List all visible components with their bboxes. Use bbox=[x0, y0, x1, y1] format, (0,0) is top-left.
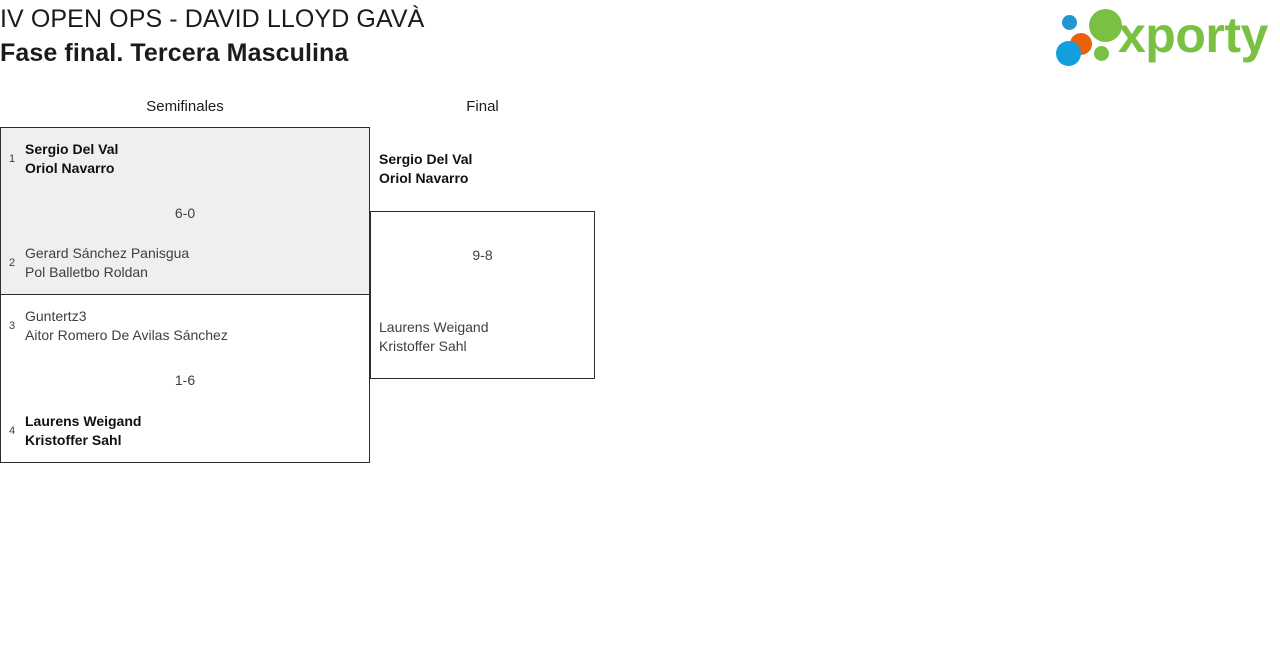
team-names: Sergio Del Val Oriol Navarro bbox=[25, 140, 118, 178]
player-name: Oriol Navarro bbox=[379, 170, 469, 186]
round-header-semifinals: Semifinales bbox=[146, 98, 224, 115]
logo-dot-green-large bbox=[1089, 9, 1122, 42]
match-semifinal-2[interactable]: 3 Guntertz3 Aitor Romero De Avilas Sánch… bbox=[0, 295, 370, 463]
seed-number: 2 bbox=[9, 257, 16, 269]
logo-dots-icon bbox=[1052, 7, 1130, 66]
logo-wordmark: xporty bbox=[1118, 7, 1268, 63]
seed-number: 4 bbox=[9, 425, 16, 437]
page-title: IV OPEN OPS - DAVID LLOYD GAVÀ Fase fina… bbox=[0, 2, 424, 70]
logo-dot-green-small bbox=[1094, 46, 1109, 61]
player-name: Laurens Weigand bbox=[25, 413, 142, 429]
stage-title: Fase final. Tercera Masculina bbox=[0, 39, 349, 67]
player-name: Kristoffer Sahl bbox=[379, 338, 467, 354]
match-team-top[interactable]: 1 Sergio Del Val Oriol Navarro bbox=[9, 140, 118, 178]
match-team-top[interactable]: 3 Guntertz3 Aitor Romero De Avilas Sánch… bbox=[9, 307, 228, 345]
match-final[interactable]: Sergio Del Val Oriol Navarro 9-8 Laurens… bbox=[370, 151, 595, 379]
match-score: 1-6 bbox=[174, 372, 196, 388]
team-names: Gerard Sánchez Panisgua Pol Balletbo Rol… bbox=[25, 244, 189, 282]
match-team-bottom[interactable]: 4 Laurens Weigand Kristoffer Sahl bbox=[9, 412, 141, 450]
player-name: Kristoffer Sahl bbox=[25, 432, 122, 448]
match-score: 9-8 bbox=[472, 247, 493, 263]
match-score: 6-0 bbox=[174, 205, 196, 221]
team-names: Guntertz3 Aitor Romero De Avilas Sánchez bbox=[25, 307, 228, 345]
logo-dot-blue-large bbox=[1056, 41, 1081, 66]
round-header-final: Final bbox=[466, 98, 499, 115]
final-team-winner[interactable]: Sergio Del Val Oriol Navarro bbox=[379, 150, 472, 188]
match-team-bottom[interactable]: 2 Gerard Sánchez Panisgua Pol Balletbo R… bbox=[9, 244, 189, 282]
player-name: Pol Balletbo Roldan bbox=[25, 264, 148, 280]
player-name: Laurens Weigand bbox=[379, 319, 489, 335]
page-header: IV OPEN OPS - DAVID LLOYD GAVÀ Fase fina… bbox=[0, 0, 1280, 80]
final-team-loser[interactable]: Laurens Weigand Kristoffer Sahl bbox=[379, 318, 488, 356]
player-name: Oriol Navarro bbox=[25, 160, 115, 176]
player-name: Gerard Sánchez Panisgua bbox=[25, 245, 190, 261]
team-names: Laurens Weigand Kristoffer Sahl bbox=[25, 412, 141, 450]
xporty-logo[interactable]: xporty bbox=[1046, 5, 1274, 66]
seed-number: 1 bbox=[9, 153, 16, 165]
player-name: Sergio Del Val bbox=[25, 141, 119, 157]
logo-dot-blue-small bbox=[1062, 15, 1077, 30]
tournament-title: IV OPEN OPS - DAVID LLOYD GAVÀ bbox=[0, 5, 425, 33]
match-semifinal-1[interactable]: 1 Sergio Del Val Oriol Navarro 6-0 2 Ger… bbox=[0, 127, 370, 295]
seed-number: 3 bbox=[9, 320, 16, 332]
player-name: Aitor Romero De Avilas Sánchez bbox=[25, 327, 228, 343]
player-name: Sergio Del Val bbox=[379, 151, 473, 167]
player-name: Guntertz3 bbox=[25, 308, 87, 324]
